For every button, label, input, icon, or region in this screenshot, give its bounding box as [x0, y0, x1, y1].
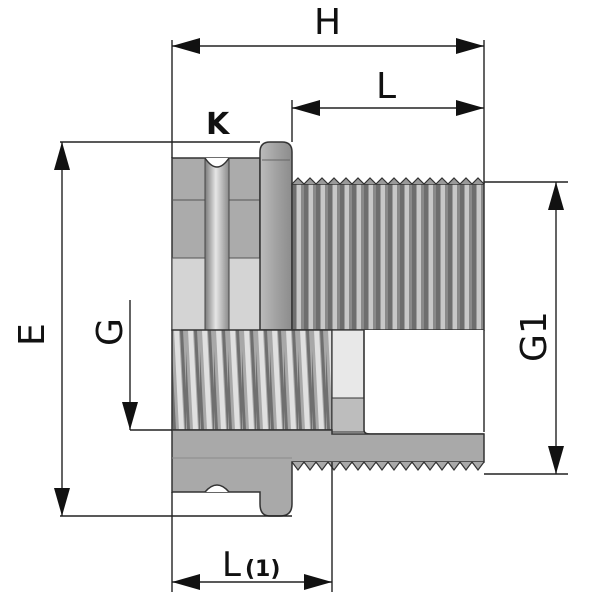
label-H: H — [314, 2, 341, 43]
label-L1-letter: L — [222, 545, 241, 585]
label-K: K — [206, 107, 231, 142]
label-L1: L(1) — [222, 545, 280, 585]
arrowheads — [54, 38, 564, 590]
label-L1-note: (1) — [245, 557, 280, 582]
external-thread — [291, 183, 485, 331]
label-G1: G1 — [514, 311, 555, 362]
section-lower-body — [171, 429, 485, 517]
collar — [259, 141, 293, 331]
label-L: L — [376, 66, 396, 107]
fitting-body — [171, 141, 485, 517]
oring-groove — [204, 157, 230, 331]
label-E: E — [12, 323, 53, 346]
internal-thread — [171, 329, 333, 431]
label-G: G — [90, 318, 131, 346]
